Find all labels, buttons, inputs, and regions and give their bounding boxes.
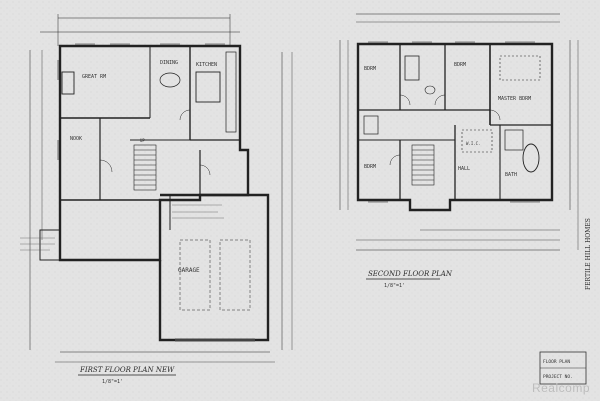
room-label-closet: W.I.C. xyxy=(466,141,480,146)
second-floor-plan xyxy=(339,13,579,251)
room-label-bedroom-2: BDRM xyxy=(454,62,466,68)
title-block: FLOOR PLAN PROJECT NO. xyxy=(539,351,587,385)
side-note: FERTILE HILL HOMES xyxy=(585,218,592,290)
room-label-kitchen: KITCHEN xyxy=(196,62,217,68)
room-label-bedroom-3: BDRM xyxy=(364,164,376,170)
room-label-garage: GARAGE xyxy=(178,267,200,274)
room-label-bedroom-1: BDRM xyxy=(364,66,376,72)
second-floor-title: SECOND FLOOR PLAN xyxy=(368,270,453,278)
second-floor-scale: 1/8"=1' xyxy=(384,283,405,289)
first-floor-scale: 1/8"=1' xyxy=(102,379,123,385)
room-label-nook: NOOK xyxy=(70,136,82,142)
title-block-line-1: FLOOR PLAN xyxy=(543,359,570,365)
first-floor-plan xyxy=(20,14,293,363)
watermark-text: Realcomp xyxy=(531,381,590,395)
title-block-line-2: PROJECT NO. xyxy=(543,374,573,380)
room-label-dining: DINING xyxy=(160,60,178,66)
first-floor-title: FIRST FLOOR PLAN NEW xyxy=(79,366,175,374)
room-label-great-room: GREAT RM xyxy=(82,74,106,80)
room-label-hall: HALL xyxy=(458,166,470,172)
room-label-bath: BATH xyxy=(505,172,517,178)
stair-label: UP xyxy=(140,138,145,143)
room-label-master: MASTER BDRM xyxy=(498,96,531,102)
